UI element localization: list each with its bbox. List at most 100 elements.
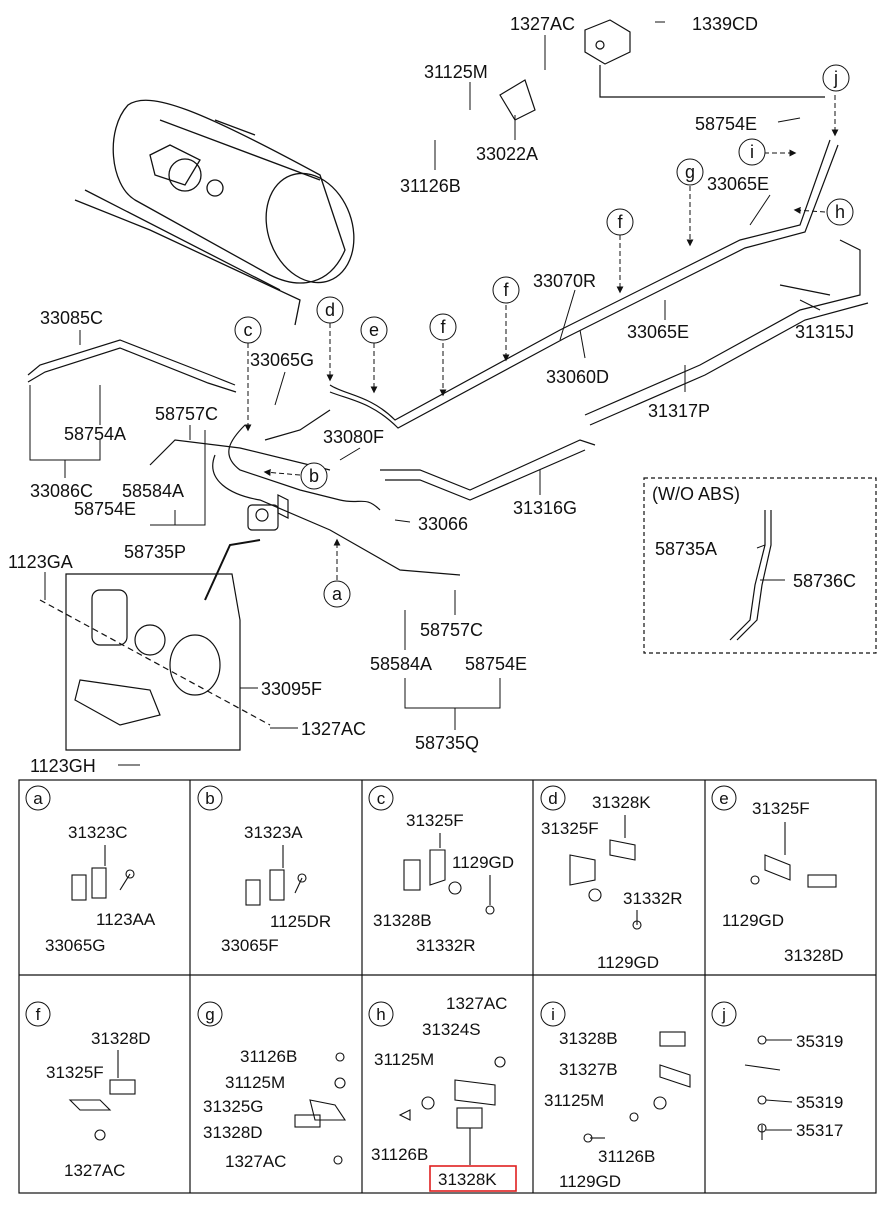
callout-b: b: [300, 462, 328, 490]
label-58754E-top: 58754E: [695, 114, 757, 134]
upper-part-labels: 1327AC 1339CD 31125M 33022A 31126B 58754…: [8, 14, 856, 776]
label-33060D: 33060D: [546, 367, 609, 387]
svg-text:j: j: [721, 1005, 726, 1024]
svg-text:i: i: [750, 142, 754, 162]
cell-h-label-2: 31324S: [422, 1020, 481, 1039]
svg-text:f: f: [503, 280, 509, 300]
cell-c-label-3: 31328B: [373, 911, 432, 930]
label-58757C-left: 58757C: [155, 404, 218, 424]
svg-text:a: a: [332, 584, 343, 604]
cell-b-label-1: 31323A: [244, 823, 303, 842]
svg-text:b: b: [205, 789, 214, 808]
label-31316G: 31316G: [513, 498, 577, 518]
label-58754E-left: 58754E: [74, 499, 136, 519]
cell-h-label-3: 31125M: [374, 1050, 434, 1069]
cell-j-label-2: 35319: [796, 1093, 843, 1112]
label-1123GA: 1123GA: [8, 552, 73, 572]
svg-text:e: e: [719, 789, 728, 808]
svg-text:i: i: [551, 1005, 555, 1024]
label-33070R: 33070R: [533, 271, 596, 291]
callout-d: d: [316, 296, 344, 324]
cell-keys: a b c d e f g h i j: [25, 785, 737, 1027]
label-58735A: 58735A: [655, 539, 717, 559]
label-58735Q: 58735Q: [415, 733, 479, 753]
svg-text:e: e: [369, 320, 379, 340]
cell-key-a: a: [25, 785, 51, 811]
cell-a-label-3: 33065G: [45, 936, 106, 955]
highlight-box: [429, 1165, 517, 1192]
callout-e: e: [360, 316, 388, 344]
cell-c-label-1: 31325F: [406, 811, 464, 830]
label-58584A-right: 58584A: [370, 654, 432, 674]
cell-d-label-3: 31332R: [623, 889, 683, 908]
cell-part-drawings: [68, 815, 837, 1165]
cell-key-g: g: [197, 1001, 223, 1027]
cell-g-label-3: 31325G: [203, 1097, 264, 1116]
detail-grid: [18, 779, 877, 1194]
cell-e-label-3: 31328D: [784, 946, 844, 965]
cell-g-label-2: 31125M: [225, 1073, 285, 1092]
cell-i-label-1: 31328B: [559, 1029, 618, 1048]
label-33065G: 33065G: [250, 350, 314, 370]
wo-abs-title: (W/O ABS): [652, 484, 740, 504]
cell-key-h: h: [368, 1001, 394, 1027]
callout-f-3: f: [606, 208, 634, 236]
svg-text:f: f: [440, 317, 446, 337]
svg-text:d: d: [548, 789, 557, 808]
svg-text:g: g: [685, 162, 695, 182]
svg-text:b: b: [309, 466, 319, 486]
cell-key-d: d: [540, 785, 566, 811]
cell-i-label-2: 31327B: [559, 1060, 618, 1079]
cell-b-label-3: 33065F: [221, 936, 279, 955]
callout-f-1: f: [429, 313, 457, 341]
cell-g-label-5: 1327AC: [225, 1152, 286, 1171]
callout-i: i: [738, 138, 766, 166]
svg-text:h: h: [376, 1005, 385, 1024]
svg-text:f: f: [617, 212, 623, 232]
label-33080F: 33080F: [323, 427, 384, 447]
cell-key-c: c: [368, 785, 394, 811]
svg-text:j: j: [833, 68, 838, 88]
cell-labels: 31323C 1123AA 33065G 31323A 1125DR 33065…: [45, 793, 844, 1192]
svg-text:c: c: [377, 789, 386, 808]
svg-text:g: g: [205, 1005, 214, 1024]
callout-g: g: [676, 158, 704, 186]
wo-abs-box: [643, 477, 877, 654]
label-31125M-top: 31125M: [424, 62, 488, 82]
abs-unit: [247, 494, 289, 531]
cell-key-b: b: [197, 785, 223, 811]
cell-g-label-1: 31126B: [240, 1047, 297, 1066]
label-33065E-mid: 33065E: [627, 322, 689, 342]
cell-c-label-4: 31332R: [416, 936, 476, 955]
cell-b-label-2: 1125DR: [270, 912, 331, 931]
cell-f-label-2: 31325F: [46, 1063, 104, 1082]
label-33085C: 33085C: [40, 308, 103, 328]
callout-arrows: [244, 95, 839, 580]
parts-detail-box: [39, 539, 271, 751]
cell-key-i: i: [540, 1001, 566, 1027]
cell-h-label-5: 31328K: [438, 1170, 497, 1189]
callout-c: c: [234, 316, 262, 344]
label-58754A: 58754A: [64, 424, 126, 444]
label-58757C-right: 58757C: [420, 620, 483, 640]
cell-a-label-2: 1123AA: [96, 910, 156, 929]
label-33086C: 33086C: [30, 481, 93, 501]
cell-key-e: e: [711, 785, 737, 811]
brake-lines: [27, 139, 839, 576]
label-31315J: 31315J: [795, 322, 854, 342]
cell-d-label-2: 31325F: [541, 819, 599, 838]
cell-f-label-1: 31328D: [91, 1029, 151, 1048]
label-1327AC-top: 1327AC: [510, 14, 575, 34]
cell-j-label-3: 35317: [796, 1121, 843, 1140]
callout-f-2: f: [492, 276, 520, 304]
cell-c-label-2: 1129GD: [452, 853, 514, 872]
svg-text:c: c: [244, 320, 253, 340]
label-33095F: 33095F: [261, 679, 322, 699]
cell-h-label-4: 31126B: [371, 1145, 428, 1164]
cell-d-label-4: 1129GD: [597, 953, 659, 972]
svg-text:a: a: [33, 789, 43, 808]
cell-i-label-4: 31126B: [598, 1147, 655, 1166]
label-1339CD: 1339CD: [692, 14, 758, 34]
cell-key-f: f: [25, 1001, 51, 1027]
fuel-tank: [74, 99, 355, 326]
